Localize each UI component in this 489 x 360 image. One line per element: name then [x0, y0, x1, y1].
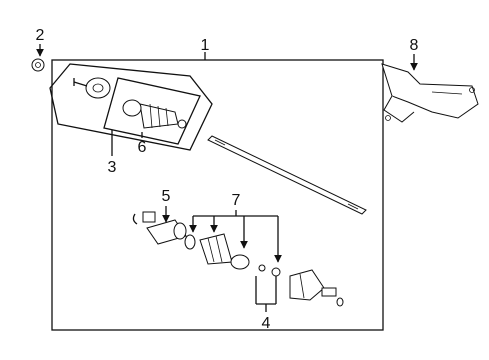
assembly-frame: [51, 59, 384, 331]
callout-6: 6: [138, 139, 147, 156]
callout-2: 2: [36, 27, 45, 44]
axle-nut: [31, 58, 45, 72]
callout-7-bracket: [189, 210, 282, 263]
callout-4-bracket: [255, 276, 277, 312]
inner-cv-joint: [258, 264, 344, 307]
callout-1: 1: [201, 37, 210, 54]
outer-boot: [122, 99, 187, 129]
axle-shaft: [207, 135, 367, 215]
heat-shield: [381, 63, 479, 123]
inner-boot-set: [184, 233, 281, 277]
outer-cv-joint: [73, 77, 111, 99]
callout-8: 8: [410, 37, 419, 54]
boot-kit-panel: [49, 63, 213, 151]
callout-7: 7: [232, 192, 241, 209]
callout-4: 4: [262, 315, 271, 332]
callout-5: 5: [162, 188, 171, 205]
callout-3: 3: [108, 159, 117, 176]
dynamic-damper: [132, 211, 187, 245]
